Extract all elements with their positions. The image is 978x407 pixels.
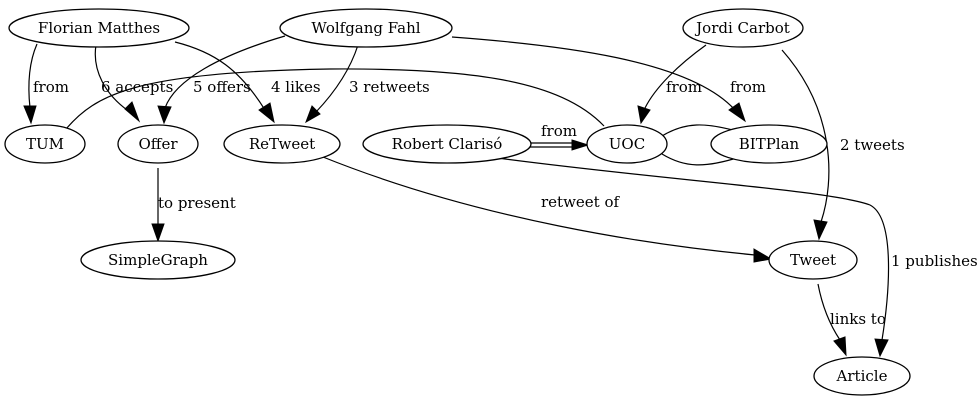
edge-label-retweet-tweet: retweet of [541, 193, 620, 211]
node-jordi-carbot: Jordi Carbot [682, 8, 804, 48]
node-label-offer: Offer [138, 135, 178, 153]
edge-offer-simplegraph: to present [151, 168, 236, 243]
edge-wolfgang-retweet: 3 retweets [305, 44, 430, 124]
node-offer: Offer [117, 124, 199, 164]
node-bitplan: BITPlan [710, 124, 828, 164]
edge-wolfgang-offer: 5 offers [157, 35, 286, 125]
edge-florian-tum: from [23, 43, 69, 125]
node-label-wolfgang-fahl: Wolfgang Fahl [311, 19, 420, 37]
edge-label-wolfgang-bitplan: from [730, 78, 766, 96]
node-label-retweet: ReTweet [249, 135, 315, 153]
edge-label-tweet-article: links to [830, 310, 886, 328]
node-label-tweet: Tweet [790, 251, 836, 269]
node-retweet: ReTweet [223, 124, 341, 164]
edge-tum-uoc [65, 68, 605, 130]
node-label-simplegraph: SimpleGraph [108, 251, 208, 269]
node-wolfgang-fahl: Wolfgang Fahl [279, 8, 453, 48]
edge-label-offer-simplegraph: to present [158, 194, 236, 212]
edge-wolfgang-bitplan: from [451, 36, 766, 123]
node-label-florian-matthes: Florian Matthes [38, 19, 160, 37]
edge-label-jordi-uoc: from [666, 78, 702, 96]
edge-label-wolfgang-retweet: 3 retweets [349, 78, 430, 96]
edge-label-florian-retweet: 4 likes [271, 78, 321, 96]
node-label-bitplan: BITPlan [739, 135, 800, 153]
node-label-uoc: UOC [609, 135, 645, 153]
edge-tweet-article: links to [817, 283, 886, 357]
node-uoc: UOC [586, 124, 668, 164]
edge-jordi-uoc: from [637, 44, 707, 125]
edge-label-jordi-tweet: 2 tweets [840, 136, 905, 154]
node-label-article: Article [836, 367, 888, 385]
edge-florian-retweet: 4 likes [174, 41, 321, 124]
node-label-tum: TUM [26, 135, 64, 153]
edge-label-robert-uoc: from [541, 122, 577, 140]
node-simplegraph: SimpleGraph [80, 240, 236, 280]
node-label-robert-clariso: Robert Clarisó [392, 135, 503, 153]
edge-label-wolfgang-offer: 5 offers [193, 78, 251, 96]
edge-label-robert-article: 1 publishes [891, 252, 978, 270]
edge-label-florian-tum: from [33, 78, 69, 96]
node-tweet: Tweet [768, 240, 858, 280]
node-article: Article [813, 356, 911, 396]
edge-robert-article: 1 publishes [489, 156, 978, 358]
node-label-jordi-carbot: Jordi Carbot [694, 19, 790, 37]
edge-retweet-tweet: retweet of [322, 156, 773, 263]
node-robert-clariso: Robert Clarisó [362, 124, 532, 164]
node-florian-matthes: Florian Matthes [8, 8, 190, 48]
node-tum: TUM [4, 124, 86, 164]
